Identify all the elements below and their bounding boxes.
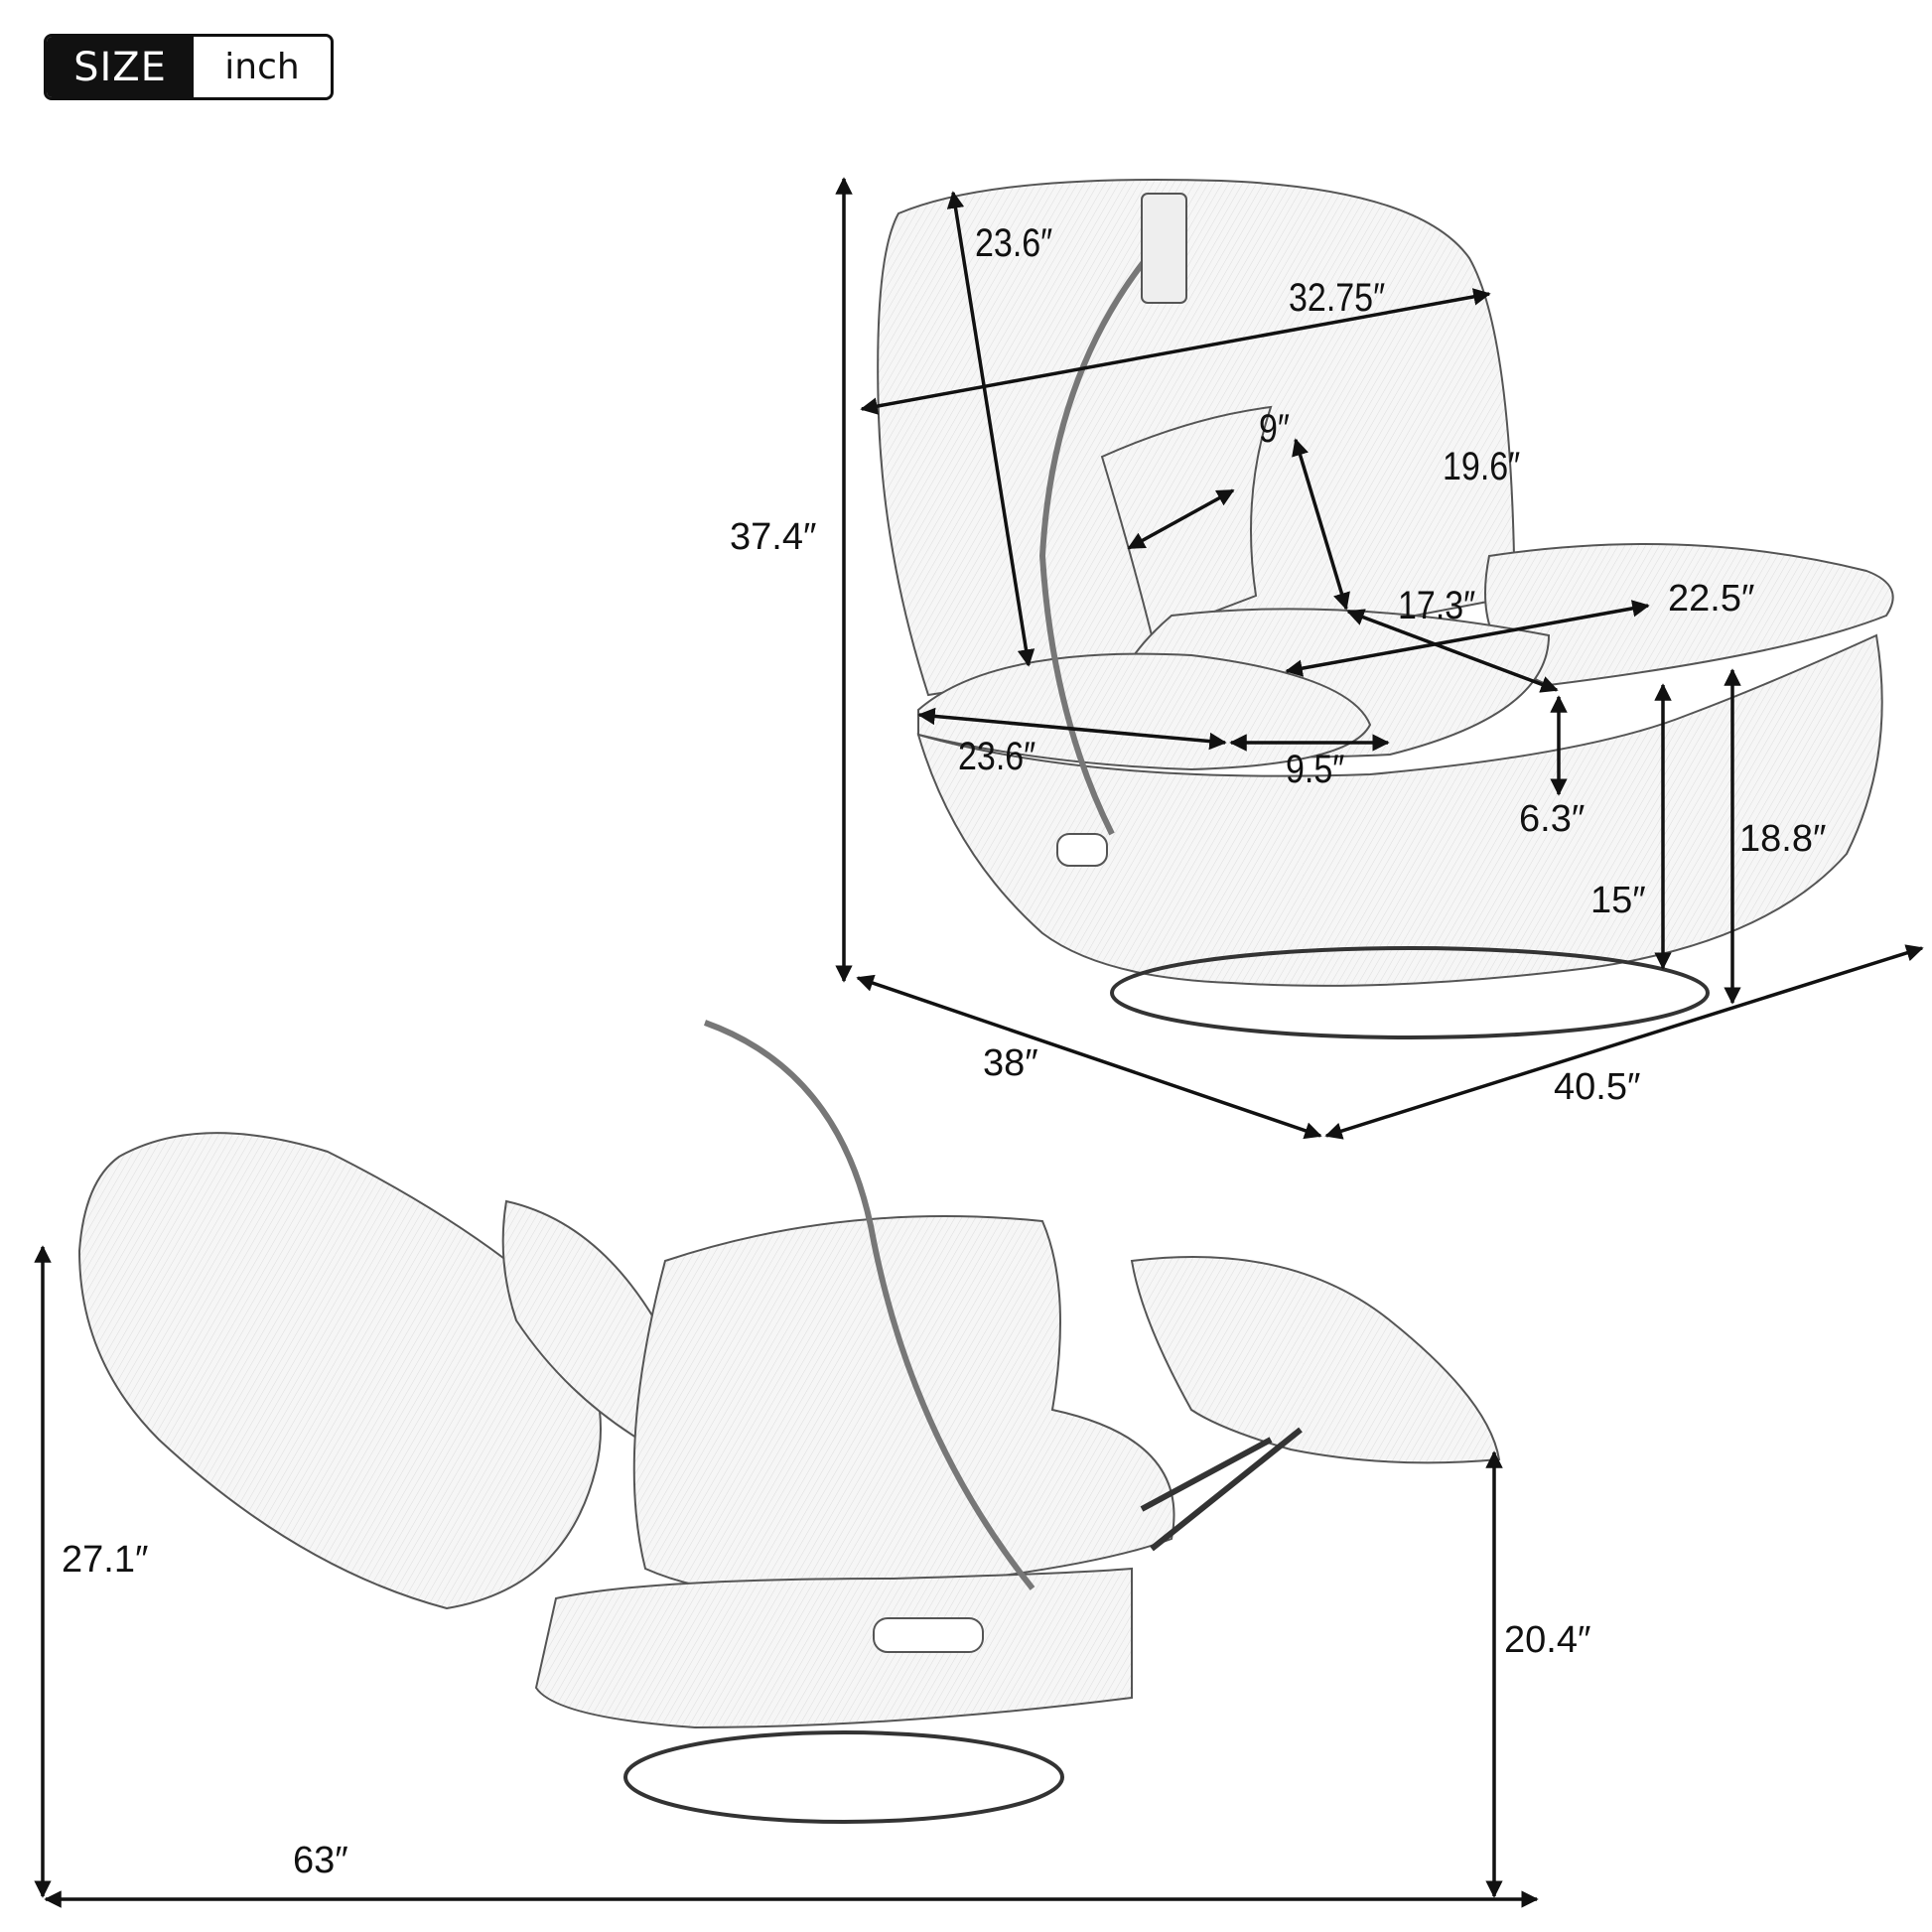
overall-width-line bbox=[1324, 944, 1924, 1140]
dim-seat-width: 22.5″ bbox=[1668, 578, 1755, 620]
unit-label: inch bbox=[194, 37, 331, 97]
dim-overall-depth: 38″ bbox=[983, 1042, 1038, 1084]
dim-back-height: 23.6″ bbox=[975, 221, 1053, 265]
dim-arm-width: 9.5″ bbox=[1286, 748, 1345, 791]
seat-width-line bbox=[1285, 600, 1650, 677]
arm-length-line bbox=[917, 707, 1227, 751]
dim-reclined-length: 63″ bbox=[293, 1840, 348, 1881]
dim-seat-depth: 17.3″ bbox=[1398, 584, 1476, 627]
dim-arm-height: 6.3″ bbox=[1519, 798, 1586, 840]
dim-pillow-width: 19.6″ bbox=[1443, 445, 1521, 488]
back-height-line bbox=[946, 191, 1035, 667]
back-width-line bbox=[860, 288, 1491, 415]
dim-back-width: 32.75″ bbox=[1289, 276, 1386, 320]
size-unit-badge: SIZE inch bbox=[44, 34, 334, 100]
reclined-chair-illustration bbox=[77, 1020, 1501, 1824]
size-label: SIZE bbox=[47, 37, 194, 97]
dim-footrest-height: 20.4″ bbox=[1504, 1619, 1591, 1661]
dim-pillow-height: 9″ bbox=[1259, 407, 1290, 451]
overall-depth-line bbox=[856, 974, 1322, 1140]
dim-overall-height: 37.4″ bbox=[730, 516, 817, 558]
dim-seat-height-15: 15″ bbox=[1590, 880, 1646, 921]
dimension-lines bbox=[34, 177, 1924, 1908]
dim-seat-height-18: 18.8″ bbox=[1739, 818, 1827, 860]
dim-reclined-height: 27.1″ bbox=[62, 1539, 149, 1581]
dim-arm-length: 23.6″ bbox=[958, 735, 1036, 778]
dim-overall-width: 40.5″ bbox=[1554, 1066, 1641, 1108]
pillow-width-line bbox=[1127, 488, 1235, 550]
pillow-height-line bbox=[1292, 438, 1350, 611]
